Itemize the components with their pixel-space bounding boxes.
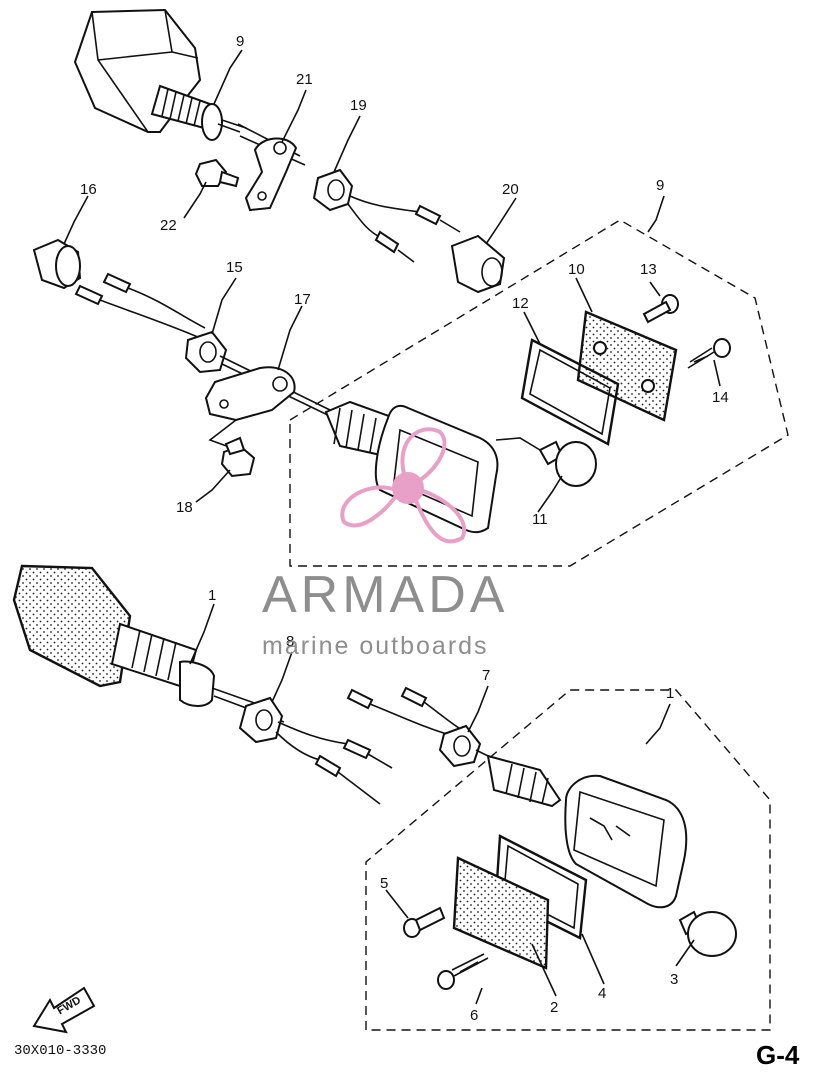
callout-1-left: 1 xyxy=(208,587,216,604)
callout-10: 10 xyxy=(568,261,585,278)
assembly-boundary-upper xyxy=(289,219,789,567)
front-signal-housing-right xyxy=(486,754,688,909)
wire-connectors-left xyxy=(74,272,206,339)
assembly-boundary-lower xyxy=(365,689,771,1031)
callout-9-top: 9 xyxy=(236,33,244,50)
callout-15: 15 xyxy=(226,259,243,276)
mounting-bracket-17 xyxy=(204,366,296,449)
callout-8: 8 xyxy=(286,633,294,650)
callout-3: 3 xyxy=(670,971,678,988)
fwd-arrow-icon: FWD xyxy=(32,986,96,1034)
watermark-brand: ARMADA xyxy=(262,566,508,624)
screw-14 xyxy=(687,338,731,369)
gasket-12 xyxy=(520,338,620,446)
callout-13: 13 xyxy=(640,261,657,278)
callout-17: 17 xyxy=(294,291,311,308)
watermark: ARMADA marine outboards xyxy=(262,427,508,660)
callout-2: 2 xyxy=(550,999,558,1016)
grommet-19 xyxy=(312,168,354,212)
grommet-8 xyxy=(238,696,393,805)
screw-6 xyxy=(437,953,489,990)
lens-10 xyxy=(576,310,678,422)
wire-connectors-top xyxy=(347,195,461,263)
callout-labels: 9 21 19 16 22 20 9 15 10 13 17 12 14 18 … xyxy=(80,33,729,1024)
page-id: G-4 xyxy=(756,1040,800,1070)
callout-1-right: 1 xyxy=(666,685,674,702)
screw-5 xyxy=(403,906,446,938)
front-signal-left xyxy=(12,564,285,723)
bolt-18 xyxy=(220,436,256,478)
wire-connectors-7 xyxy=(346,686,463,737)
lens-2 xyxy=(452,856,550,970)
callout-4: 4 xyxy=(598,985,606,1002)
callout-6: 6 xyxy=(470,1007,478,1024)
armada-propeller-logo xyxy=(340,427,466,544)
callout-20: 20 xyxy=(502,181,519,198)
callout-12: 12 xyxy=(512,295,529,312)
leader-lines xyxy=(63,49,721,1005)
callout-5: 5 xyxy=(380,875,388,892)
bulb-socket-20 xyxy=(450,234,506,294)
bulb-11 xyxy=(538,440,597,487)
rubber-boot-16 xyxy=(32,238,82,290)
callout-18: 18 xyxy=(176,499,193,516)
mounting-bracket-21 xyxy=(244,137,298,212)
callout-14: 14 xyxy=(712,389,729,406)
bulb-3 xyxy=(678,910,737,957)
callout-19: 19 xyxy=(350,97,367,114)
screw-13 xyxy=(642,294,679,324)
callout-22: 22 xyxy=(160,217,177,234)
bolt-22 xyxy=(194,158,240,188)
callout-7: 7 xyxy=(482,667,490,684)
watermark-tagline: marine outboards xyxy=(262,632,489,660)
callout-21: 21 xyxy=(296,71,313,88)
callout-9-right: 9 xyxy=(656,177,664,194)
drawing-code: 30X010-3330 xyxy=(14,1043,106,1059)
grommet-7 xyxy=(438,724,501,768)
rear-housing-top xyxy=(73,8,306,166)
callout-16: 16 xyxy=(80,181,97,198)
callout-11: 11 xyxy=(532,511,548,528)
